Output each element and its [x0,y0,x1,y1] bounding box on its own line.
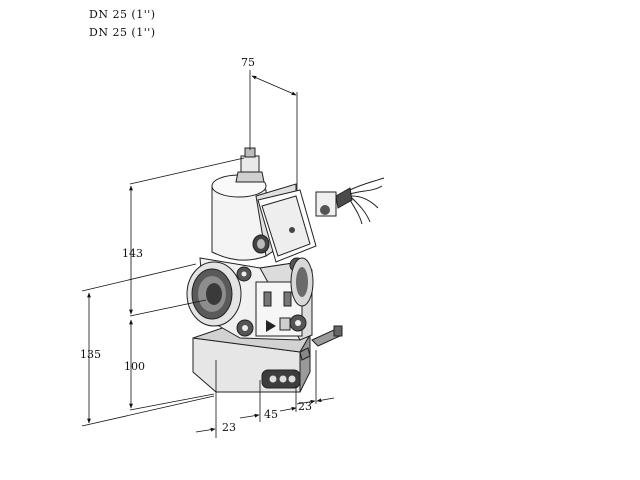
dim-143-label: 143 [122,247,143,260]
solenoid-actuator [211,147,317,263]
dim-45-label: 45 [264,408,278,421]
dim-23-right-label: 23 [298,400,312,413]
dim-75-line [251,75,297,96]
dim-100-label: 100 [124,360,145,373]
inlet-port [186,261,242,327]
dim-75-label: 75 [241,56,255,69]
model-label-2: DN 25 (1'') [89,26,156,39]
dimension-lines: 75 143 100 135 23 45 23 [80,56,335,438]
dim-23-left-label: 23 [222,421,236,434]
gas-valve-drawing [186,147,385,393]
dim-135-label: 135 [80,348,101,361]
test-fitting [299,325,343,361]
electrical-connector [315,177,385,225]
model-label-1: DN 25 (1'') [89,8,156,21]
outlet-port [290,257,314,307]
